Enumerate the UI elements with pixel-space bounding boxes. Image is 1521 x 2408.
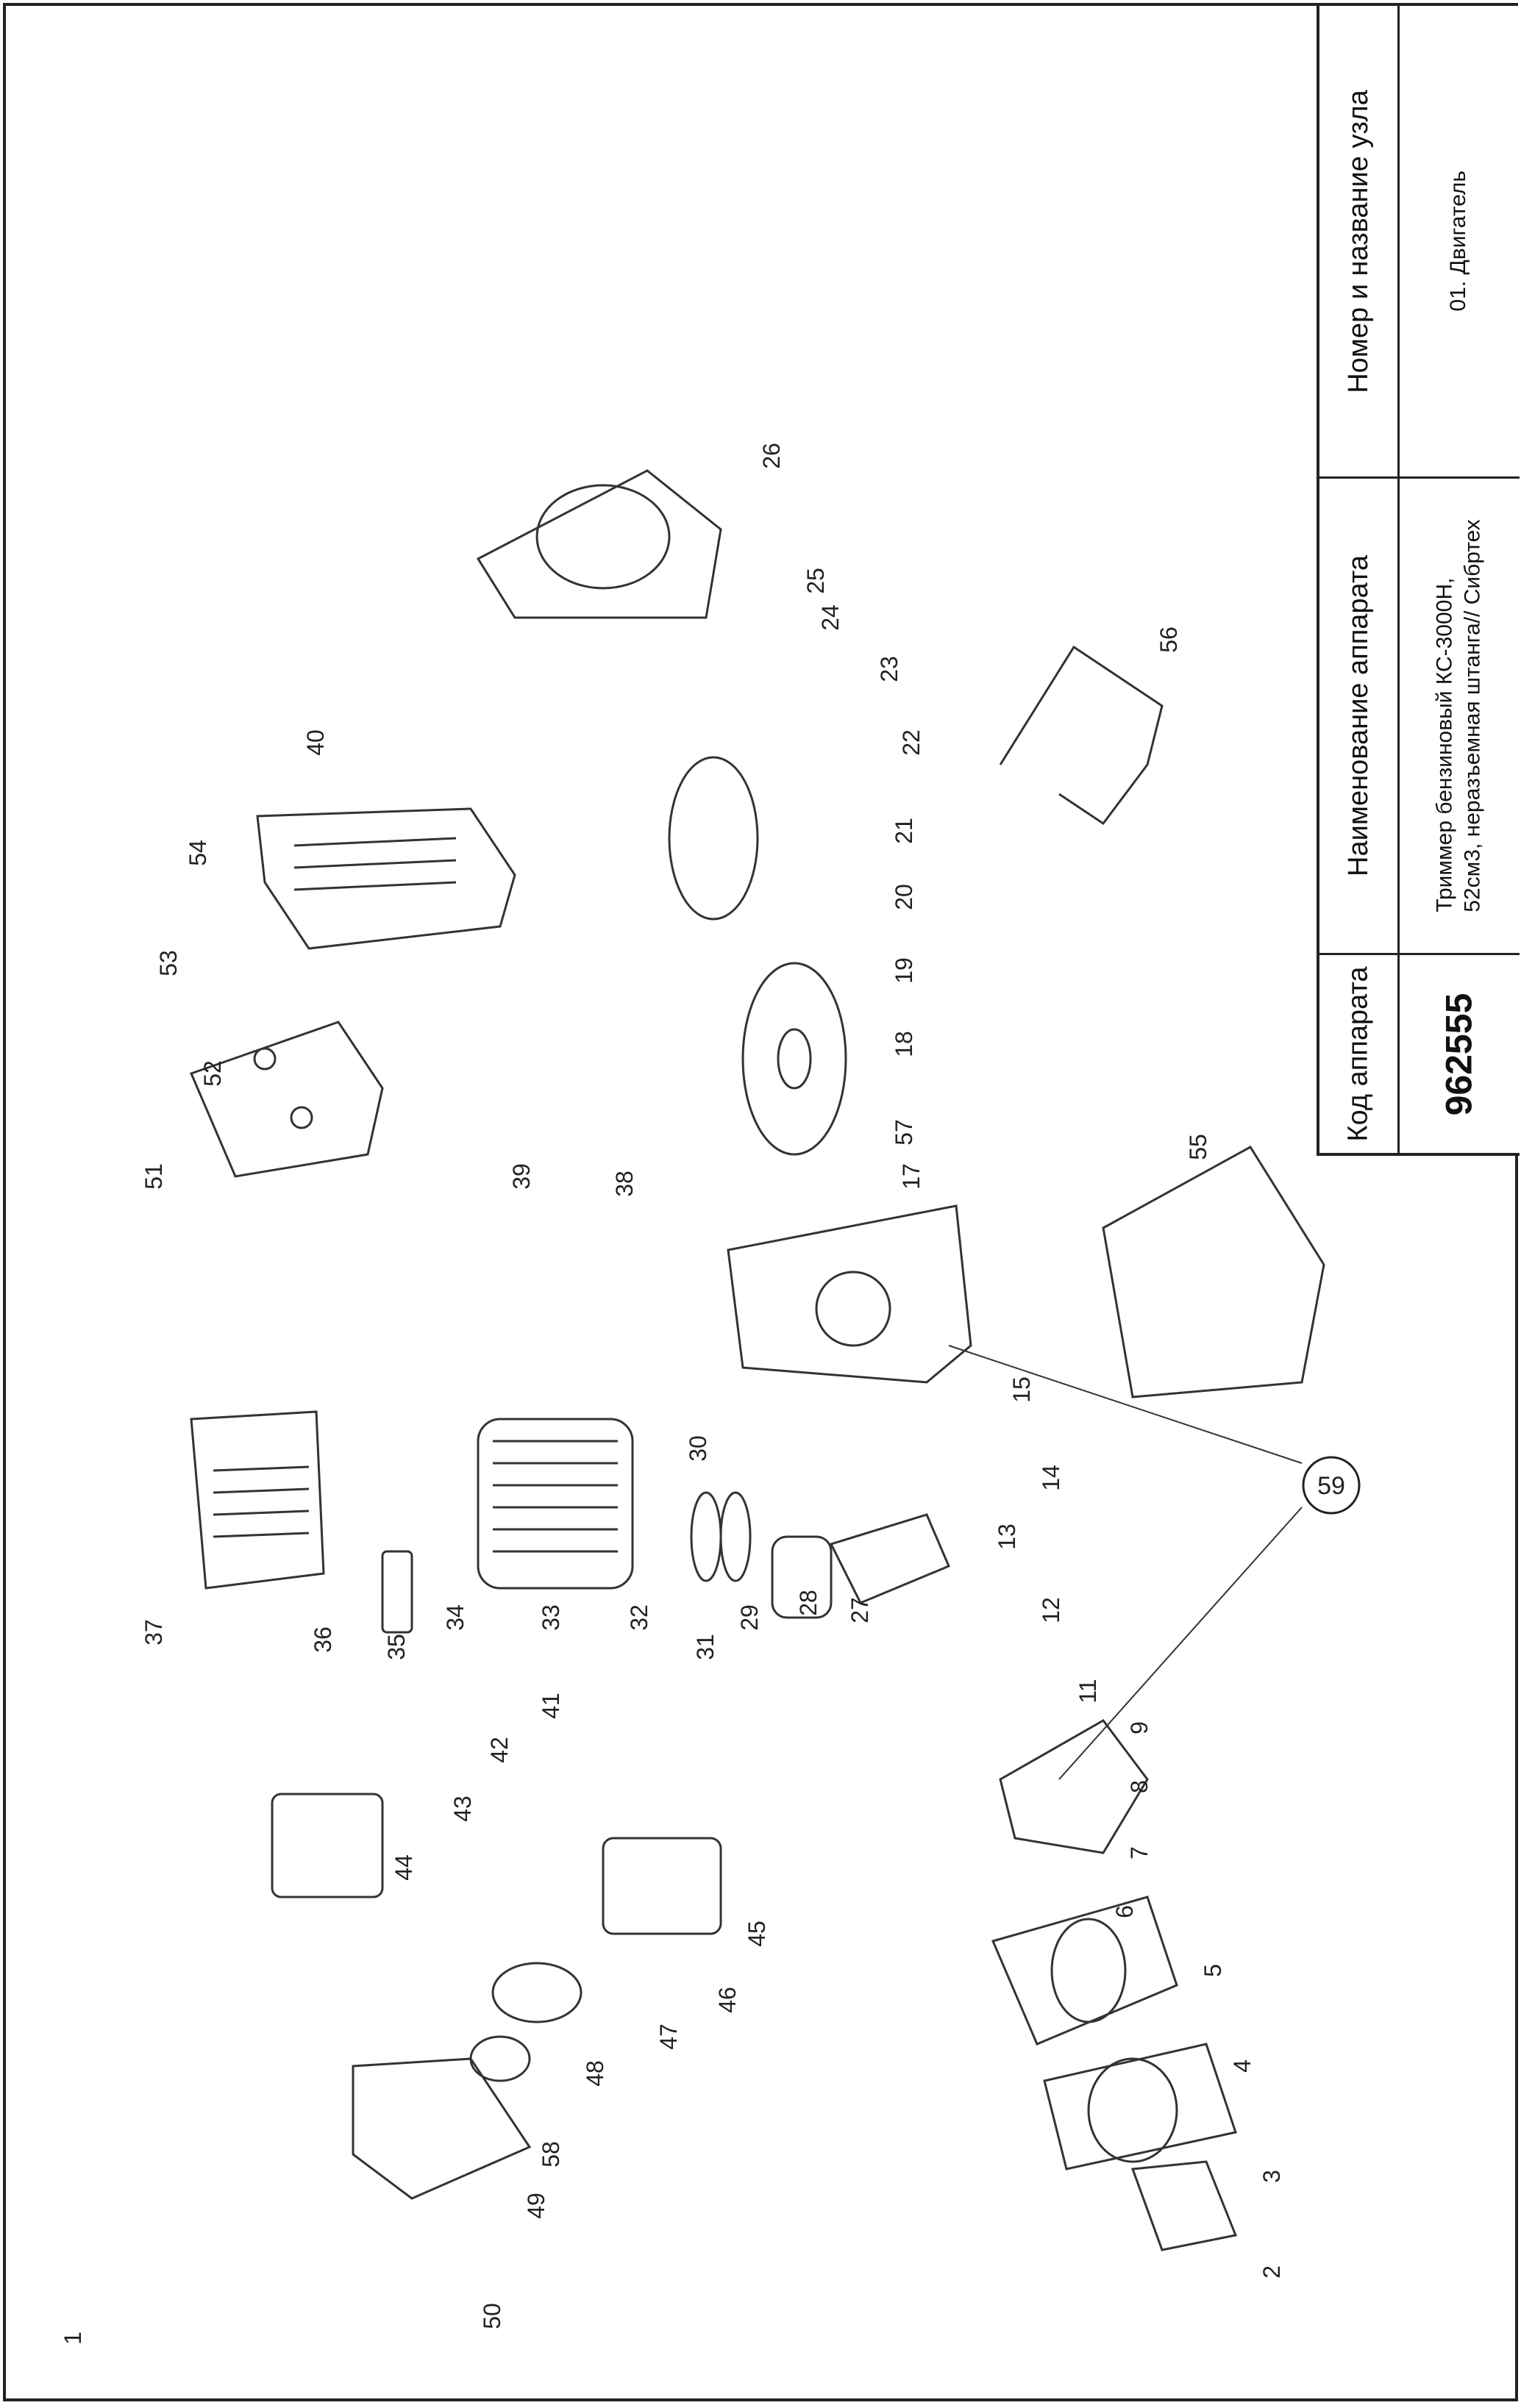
callout-label-12: 12 [1038, 1597, 1064, 1623]
unit-value: 01. Двигатель [1446, 171, 1471, 312]
callout-label-43: 43 [449, 1796, 476, 1822]
callout-label-42: 42 [486, 1737, 513, 1763]
muffler-cover-part [256, 807, 516, 950]
callout-label-14: 14 [1038, 1465, 1064, 1491]
code-header: Код аппарата [1342, 966, 1374, 1142]
callout-label-58: 58 [538, 2141, 564, 2168]
callout-label-54: 54 [185, 840, 211, 866]
callout-label-13: 13 [994, 1523, 1020, 1550]
callout-label-37: 37 [140, 1619, 167, 1646]
callout-label-41: 41 [538, 1693, 564, 1719]
callout-label-31: 31 [692, 1634, 719, 1660]
callout-label-29: 29 [736, 1604, 763, 1631]
callout-label-26: 26 [758, 443, 785, 469]
callout-label-55: 55 [1185, 1134, 1211, 1160]
callout-label-27: 27 [847, 1597, 873, 1623]
callout-label-36: 36 [310, 1626, 336, 1653]
callout-label-24: 24 [817, 604, 844, 631]
starter-part [991, 1719, 1238, 2251]
callout-label-57: 57 [891, 1119, 917, 1146]
callout-label-6: 6 [1111, 1905, 1138, 1918]
callout-label-46: 46 [714, 1987, 741, 2013]
assembly-leader-lines [948, 1345, 1303, 1780]
callout-label-25: 25 [802, 568, 829, 594]
callout-label-20: 20 [891, 884, 917, 910]
callout-label-11: 11 [1075, 1679, 1101, 1703]
clutch-part [668, 756, 759, 921]
crankcase-part [727, 1204, 972, 1384]
callout-label-2: 2 [1258, 2265, 1285, 2279]
callout-label-56: 56 [1155, 626, 1182, 653]
support-bracket-part [999, 645, 1164, 826]
callout-label-47: 47 [655, 2023, 682, 2050]
callout-label-50: 50 [479, 2303, 505, 2329]
callout-label-33: 33 [538, 1604, 564, 1631]
fan-housing-part [476, 469, 722, 619]
callout-label-51: 51 [140, 1163, 167, 1190]
code-value: 962555 [1438, 993, 1480, 1115]
callout-label-40: 40 [302, 729, 329, 756]
name-value-line1: Триммер бензиновый КС-3000Н, [1432, 577, 1457, 912]
assembly-callout-circle [1302, 1456, 1361, 1515]
callout-label-15: 15 [1008, 1376, 1035, 1403]
callout-label-17: 17 [898, 1163, 925, 1190]
callout-label-30: 30 [685, 1435, 711, 1462]
piston-part [690, 1491, 833, 1619]
cylinder-cover-part [190, 1410, 325, 1590]
callout-label-48: 48 [582, 2060, 608, 2087]
callout-label-44: 44 [391, 1854, 417, 1881]
name-header: Наименование аппарата [1342, 555, 1374, 876]
callout-label-52: 52 [199, 1060, 226, 1087]
carburetor-part [271, 1793, 384, 1898]
callout-label-23: 23 [876, 656, 902, 682]
callout-label-38: 38 [611, 1171, 638, 1197]
name-value: Триммер бензиновый КС-3000Н, 52см3, нера… [1431, 519, 1486, 912]
fuel-tank-part [1102, 1146, 1325, 1398]
sheet-border [3, 3, 1518, 2401]
callout-label-4: 4 [1229, 2059, 1255, 2073]
callout-label-19: 19 [891, 957, 917, 984]
callout-label-35: 35 [383, 1634, 410, 1660]
callout-label-5: 5 [1200, 1964, 1226, 1977]
callout-label-49: 49 [523, 2193, 549, 2219]
callout-label-39: 39 [508, 1163, 535, 1190]
callout-label-18: 18 [891, 1031, 917, 1057]
callout-label-45: 45 [744, 1921, 770, 1947]
muffler-part [189, 1021, 384, 1178]
callout-label-53: 53 [155, 950, 182, 976]
title-block: Номер и название узла 01. Двигатель Наим… [1317, 6, 1520, 1156]
callout-label-22: 22 [898, 729, 925, 756]
callout-label-1: 1 [60, 2332, 86, 2345]
crankshaft-part [829, 1513, 950, 1604]
unit-header: Номер и название узла [1342, 89, 1374, 393]
callout-label-34: 34 [442, 1604, 469, 1631]
callout-label-21: 21 [891, 818, 917, 844]
spark-plug-part [381, 1550, 413, 1634]
callout-labels: 1234567891112131415171819202122232425262… [60, 443, 1285, 2345]
callout-label-32: 32 [626, 1604, 652, 1631]
cylinder-part [477, 1418, 634, 1590]
name-value-line2: 52см3, неразъемная штанга// Сибртех [1460, 519, 1484, 912]
callout-label-28: 28 [795, 1590, 822, 1616]
air-filter-part [352, 1837, 722, 2200]
callout-label-7: 7 [1126, 1846, 1153, 1859]
callout-label-9: 9 [1126, 1721, 1153, 1734]
callout-label-3: 3 [1258, 2170, 1285, 2183]
flywheel-part [741, 962, 847, 1156]
assembly-callout-label: 59 [1317, 1472, 1345, 1500]
callout-label-8: 8 [1126, 1780, 1153, 1793]
